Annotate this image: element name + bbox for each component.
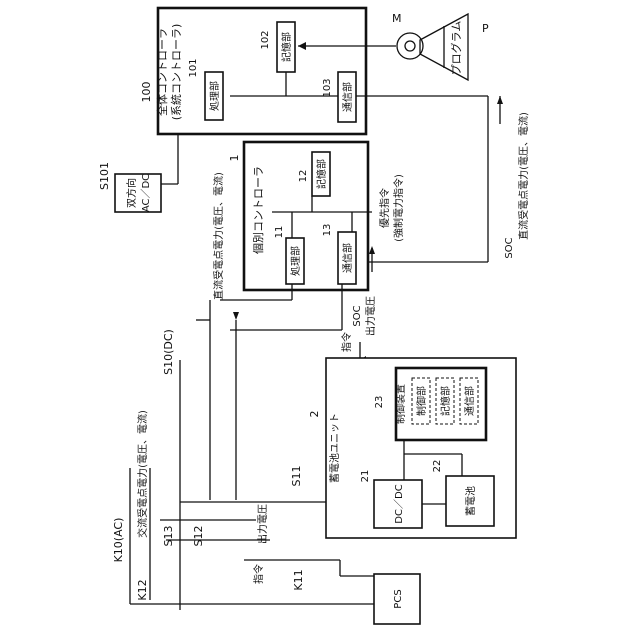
label-k12: K12 [136,579,149,600]
label-21-number: 21 [360,470,371,483]
label-103-number: 103 [322,78,333,97]
label-soc-right: SOC [504,237,515,258]
label-dc-power-right: 直流受電点電力(電圧、電流) [517,112,530,240]
label-23-number: 23 [374,396,385,409]
label-command-top: 指令 [340,332,353,352]
label-priority-command: 優先指令 [378,188,391,228]
label-s101: S101 [98,162,111,190]
label-102-number: 102 [260,30,271,49]
label-11-number: 11 [274,226,285,239]
motor-icon [397,33,423,59]
label-k10-ac: K10(AC) [112,518,125,563]
label-s10-dc: S10(DC) [162,329,175,375]
label-s13: S13 [162,526,175,547]
label-output-voltage-bottom: 出力電圧 [256,504,269,544]
label-ac-receiving-point: 交流受電点電力(電圧、電流) [136,410,149,538]
label-forced-power-command: (強制電力指令) [392,174,405,242]
label-13-name: 通信部 [341,243,354,273]
label-101-name: 処理部 [208,81,221,111]
label-pcs: PCS [393,589,404,608]
label-s11: S11 [290,466,303,487]
label-23-storage: 記憶部 [439,386,452,416]
label-102-name: 記憶部 [280,32,293,62]
label-dc-power-left: 直流受電点電力(電圧、電流) [212,172,225,300]
label-s101-name1: 双方向 [125,178,138,208]
label-output-voltage-top: 出力電圧 [364,296,377,336]
label-11-name: 処理部 [289,246,302,276]
label-23-title: 制御装置 [394,384,407,424]
label-s101-name2: AC／DC [140,174,152,212]
label-100-subtitle: (系統コントローラ) [169,24,183,121]
label-23-control: 制御部 [415,386,428,416]
label-program: プログラム [449,21,463,76]
label-1-number: 1 [228,155,241,162]
label-1-title: 個別コントローラ [252,166,265,254]
label-command-bottom: 指令 [252,564,265,584]
label-12-number: 12 [298,170,309,183]
label-100-number: 100 [140,82,153,103]
label-101-number: 101 [188,58,199,77]
label-soc-output: SOC [352,305,363,326]
label-s12: S12 [192,526,205,547]
label-13-number: 13 [322,224,333,237]
label-21-name: DC／DC [393,484,405,523]
label-k11: K11 [292,569,305,590]
label-2-number: 2 [308,411,321,418]
label-22-name: 蓄電池 [464,486,477,516]
label-103-name: 通信部 [341,82,354,112]
label-100-title: 全体コントローラ [155,28,169,116]
label-12-name: 記憶部 [315,159,328,189]
battery-unit-2 [326,358,516,538]
label-22-number: 22 [432,460,443,473]
label-program-ref: P [482,22,489,35]
label-23-communication: 通信部 [463,386,476,416]
label-motor: M [392,12,402,25]
label-2-title: 蓄電池ユニット [328,413,341,483]
